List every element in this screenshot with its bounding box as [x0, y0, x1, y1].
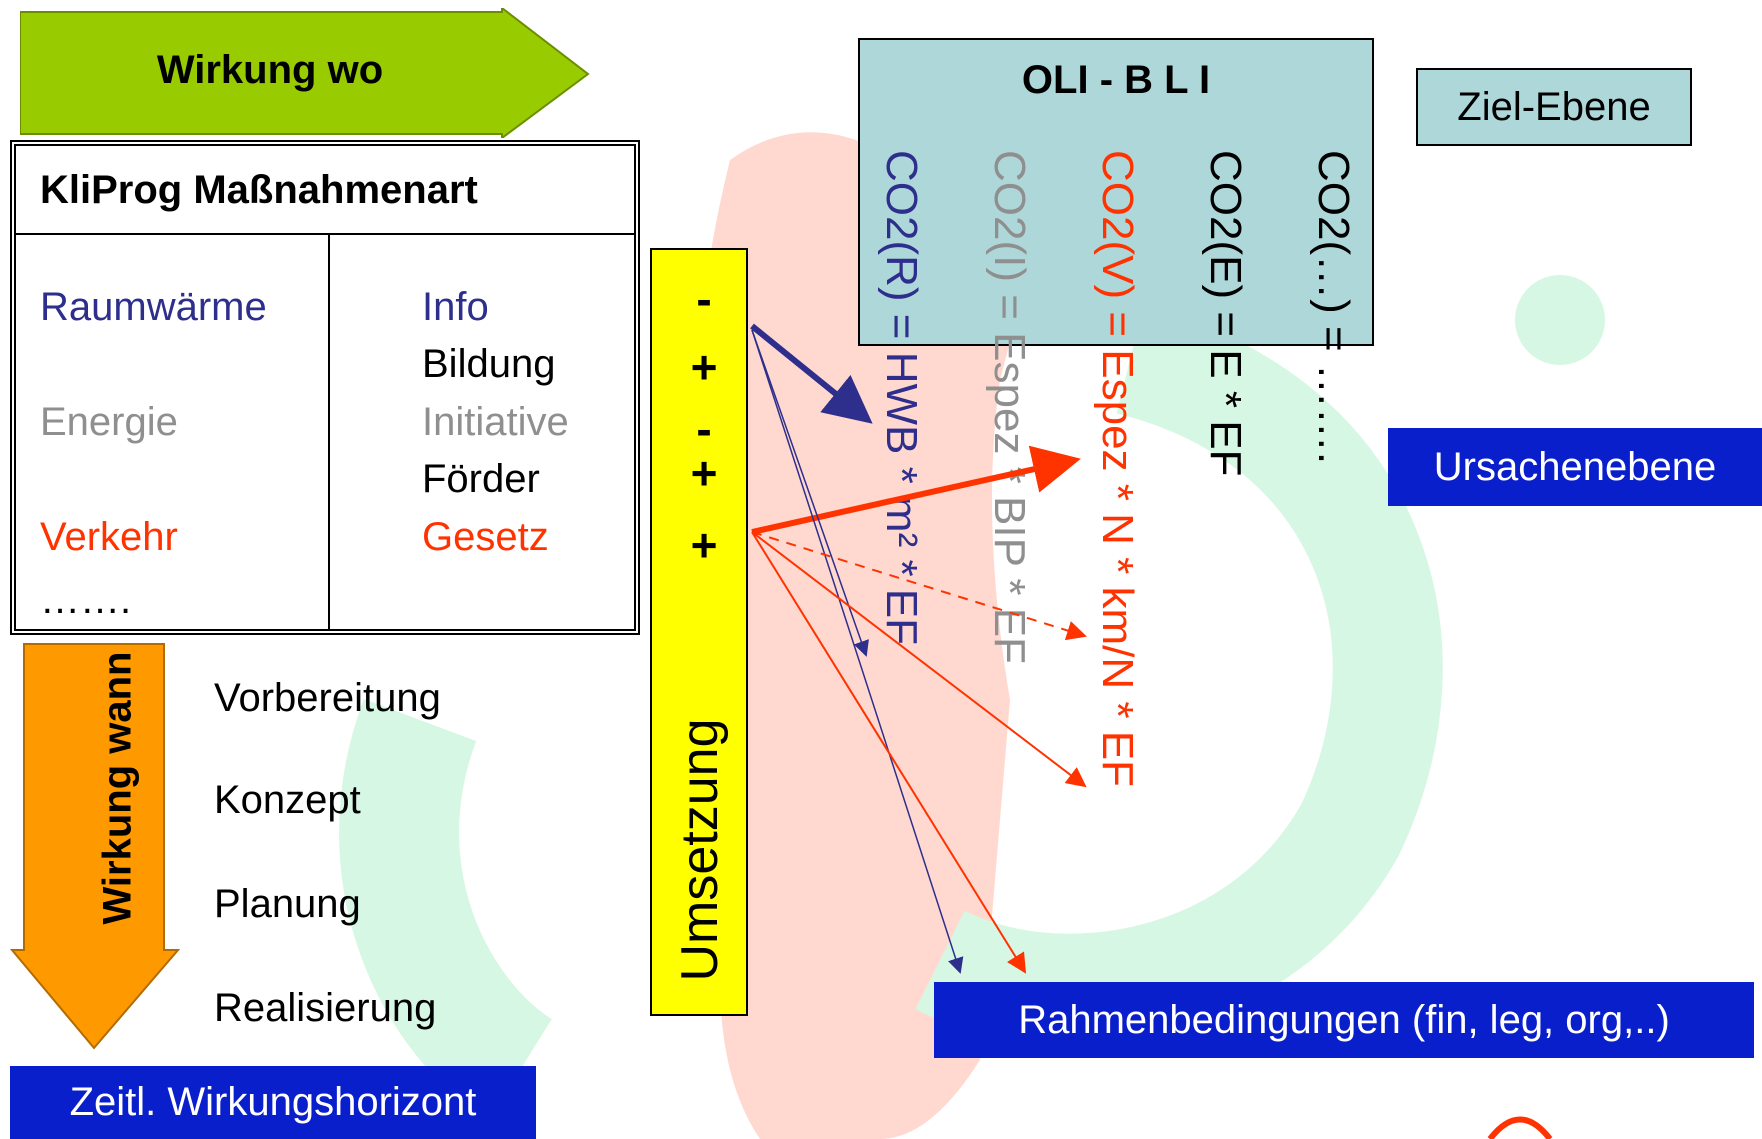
arrow-info-to-raum — [750, 323, 873, 424]
ziel-ebene-tag: Ziel-Ebene — [1416, 68, 1692, 146]
zeitl-wirkungshorizont-tag: Zeitl. Wirkungshorizont — [10, 1066, 536, 1139]
category-verkehr: Verkehr — [40, 515, 178, 559]
kliprog-divider-vertical — [328, 234, 330, 630]
sign-plus: + — [690, 519, 718, 571]
type-initiative: Initiative — [422, 400, 569, 444]
type-gesetz: Gesetz — [422, 515, 549, 559]
sign-minus: - — [696, 403, 712, 455]
watermark-green-dot — [1515, 275, 1605, 365]
sign-plus: + — [690, 447, 718, 499]
arrow-gesetz-dashed — [751, 531, 1087, 641]
sign-plus: + — [690, 341, 718, 393]
type-foerder: Förder — [422, 457, 540, 501]
phase-planung: Planung — [214, 882, 361, 926]
arrow-info-to-raum-thin — [751, 329, 869, 657]
kliprog-divider-horizontal — [16, 233, 634, 235]
wirkung-wann-arrow — [10, 643, 180, 1050]
phase-vorbereitung: Vorbereitung — [214, 676, 441, 720]
umsetzung-bar — [650, 248, 748, 1016]
category-raumwaerme: Raumwärme — [40, 285, 267, 329]
type-bildung: Bildung — [422, 342, 556, 386]
oli-box — [858, 38, 1374, 346]
category-energie: Energie — [40, 400, 178, 444]
phase-realisierung: Realisierung — [214, 986, 437, 1030]
oli-title: OLI - B L I — [1021, 58, 1211, 102]
watermark-green-arc-left — [339, 698, 554, 1121]
wirkung-wo-label: Wirkung wo — [156, 48, 384, 92]
category-more: ……. — [40, 578, 132, 622]
arrow-gesetz-to-verkehr — [751, 445, 1081, 535]
wirkung-wo-arrow — [20, 8, 590, 138]
type-info: Info — [422, 285, 489, 329]
arrow-info-to-rahmen — [751, 329, 964, 974]
watermark-red-mark — [1487, 1116, 1553, 1139]
watermark-red-shape — [688, 132, 1060, 1139]
rahmenbedingungen-tag: Rahmenbedingungen (fin, leg, org,..) — [934, 982, 1754, 1058]
arrow-gesetz-to-efficiency — [751, 531, 1087, 788]
kliprog-title: KliProg Maßnahmenart — [40, 168, 478, 212]
ursachenebene-tag: Ursachenebene — [1388, 428, 1762, 506]
sign-minus: - — [696, 273, 712, 325]
arrow-gesetz-to-rahmen — [751, 531, 1027, 974]
phase-konzept: Konzept — [214, 778, 361, 822]
kliprog-box — [10, 140, 640, 635]
